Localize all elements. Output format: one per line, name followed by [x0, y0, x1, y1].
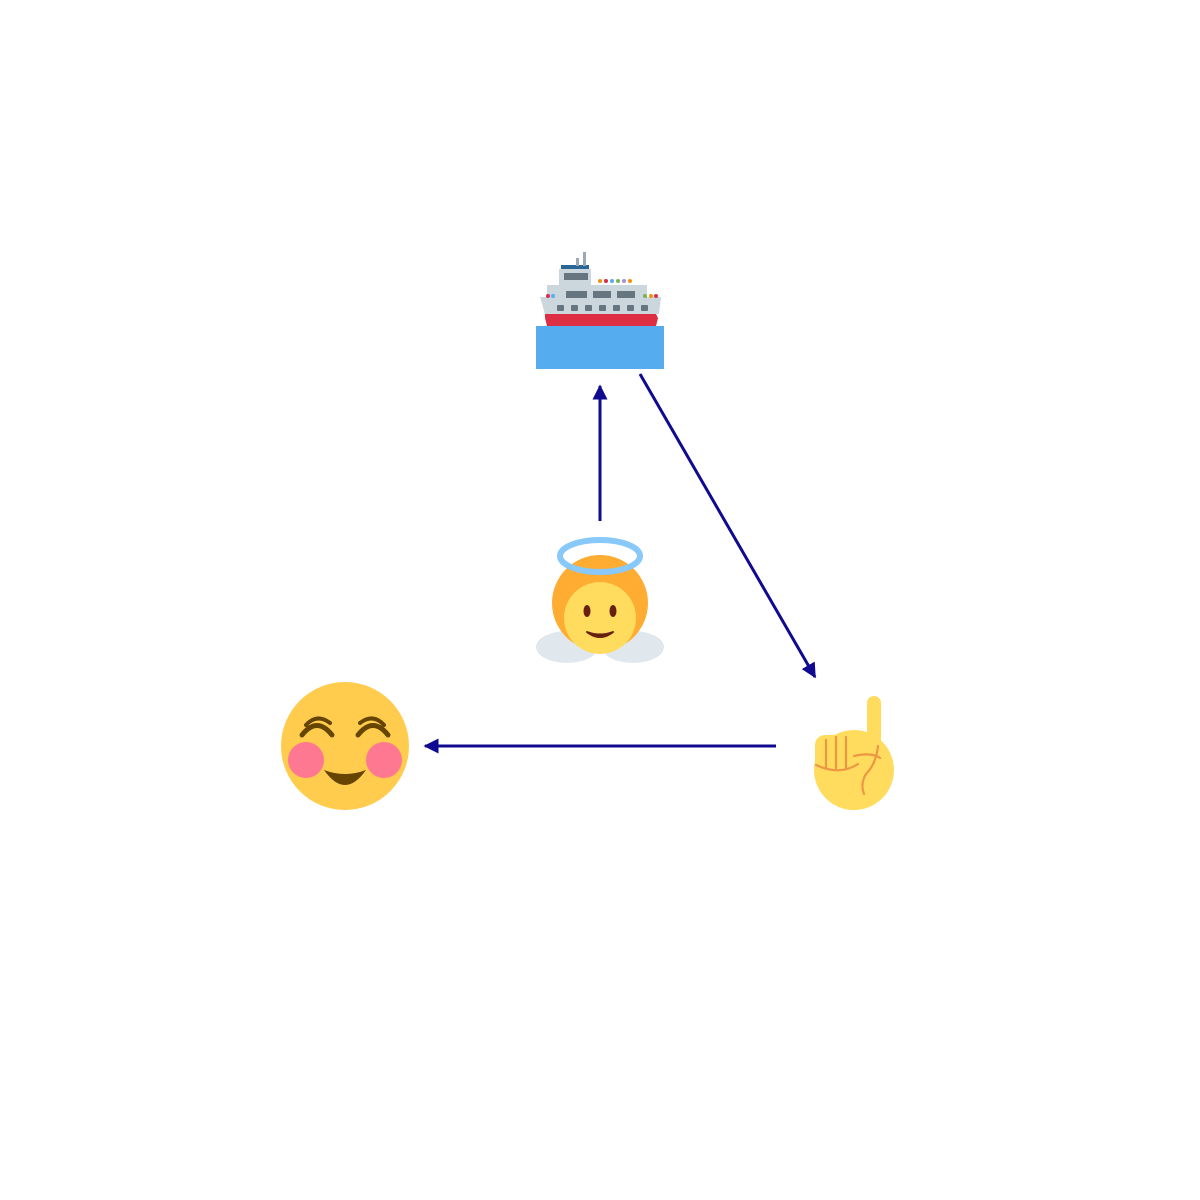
passenger-ship-icon	[536, 252, 664, 369]
smiling-face-icon	[281, 682, 409, 810]
edges	[423, 373, 817, 754]
baby-angel-icon	[536, 537, 664, 663]
edge-ship-to-pointing	[638, 373, 817, 679]
index-pointing-up-icon	[814, 696, 894, 810]
